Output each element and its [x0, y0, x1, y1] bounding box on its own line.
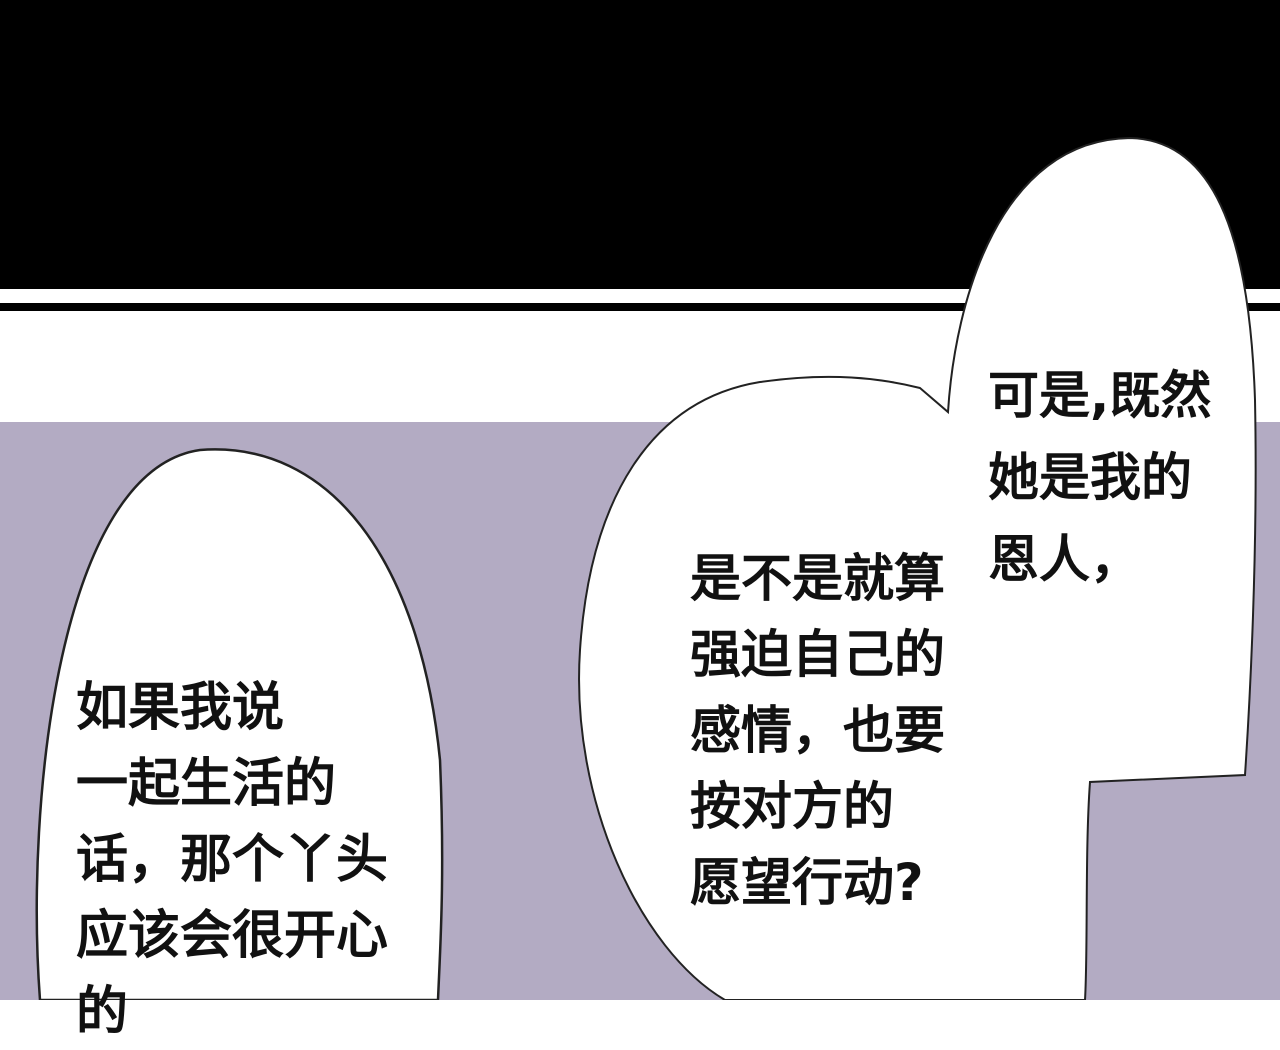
text-line: 如果我说: [76, 678, 285, 738]
text-line: 感情，也要: [690, 702, 946, 761]
white-stripe: [0, 289, 1280, 303]
speech-text-right: 可是,既然 她是我的 恩人，: [988, 356, 1211, 602]
text-line: 可是,既然: [988, 367, 1212, 426]
text-line: 话，那个丫头: [76, 830, 389, 890]
text-line: 恩人，: [988, 531, 1142, 590]
speech-text-middle: 是不是就算 强迫自己的 感情，也要 按对方的 愿望行动?: [690, 542, 945, 922]
speech-bubble-middle-right: [578, 136, 1257, 1000]
text-line: 一起生活的: [76, 754, 337, 814]
text-line: 她是我的: [988, 449, 1193, 508]
text-line: 按对方的: [690, 778, 895, 837]
comic-panel-background: [0, 0, 1280, 1000]
speech-text-left: 如果我说 一起生活的 话，那个丫头 应该会很开心 的: [76, 670, 388, 1050]
text-line: 应该会很开心: [76, 906, 389, 966]
black-line: [0, 303, 1280, 311]
text-line: 强迫自己的: [690, 626, 946, 685]
text-line: 愿望行动?: [690, 854, 924, 913]
text-line: 的: [76, 982, 129, 1042]
text-line: 是不是就算: [690, 550, 946, 609]
speech-bubble-left: [35, 448, 444, 1000]
